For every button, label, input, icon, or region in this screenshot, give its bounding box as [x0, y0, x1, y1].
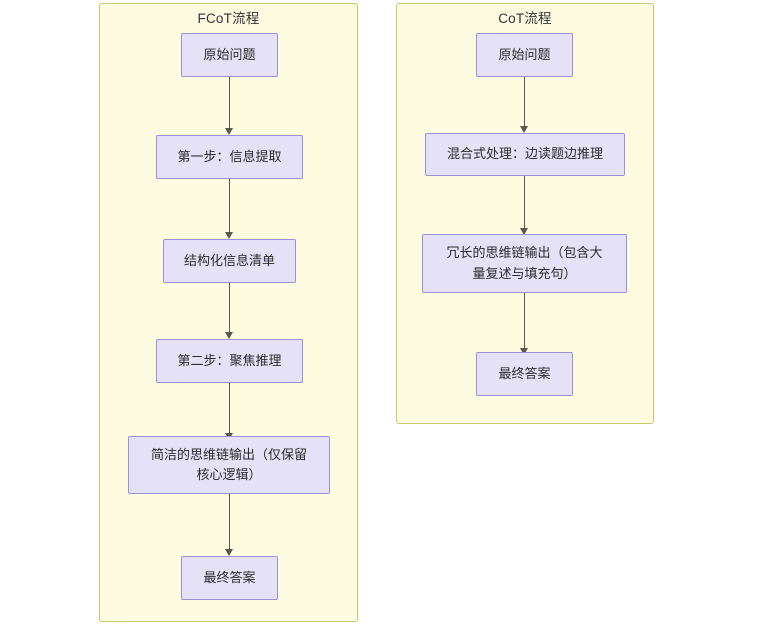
edge-fcot-4-to-5 [229, 383, 230, 439]
node-label: 第二步：聚焦推理 [177, 352, 282, 368]
node-fcot-final-answer[interactable]: 最终答案 [181, 556, 278, 600]
node-fcot-concise-chain-output[interactable]: 简洁的思维链输出（仅保留 核心逻辑） [128, 436, 330, 494]
arrowhead-fcot-3-to-4 [225, 332, 233, 339]
node-fcot-original-question[interactable]: 原始问题 [181, 33, 278, 77]
arrowhead-cot-3-to-4 [520, 348, 528, 355]
node-label: 原始问题 [203, 46, 256, 62]
node-label: 最终答案 [498, 365, 551, 381]
node-label: 简洁的思维链输出（仅保留 核心逻辑） [150, 446, 307, 482]
arrowhead-fcot-5-to-6 [225, 549, 233, 556]
arrowhead-cot-1-to-2 [520, 126, 528, 133]
edge-fcot-5-to-6 [229, 494, 230, 552]
node-fcot-step-one-extraction[interactable]: 第一步：信息提取 [156, 135, 303, 179]
node-label: 最终答案 [203, 569, 256, 585]
arrowhead-fcot-2-to-3 [225, 232, 233, 239]
edge-fcot-3-to-4 [229, 283, 230, 335]
subgraph-fcot-title: FCoT流程 [197, 11, 260, 26]
subgraph-cot-title: CoT流程 [498, 11, 552, 26]
node-cot-original-question[interactable]: 原始问题 [476, 33, 573, 77]
node-label: 第一步：信息提取 [177, 148, 282, 164]
node-label: 冗长的思维链输出（包含大 量复述与填充句） [446, 245, 603, 281]
edge-fcot-1-to-2 [229, 77, 230, 131]
node-cot-mixed-processing[interactable]: 混合式处理：边读题边推理 [425, 133, 625, 176]
node-label: 原始问题 [498, 46, 551, 62]
node-cot-final-answer[interactable]: 最终答案 [476, 352, 573, 396]
node-fcot-step-two-focused-reasoning[interactable]: 第二步：聚焦推理 [156, 339, 303, 383]
subgraph-fcot [99, 3, 358, 622]
node-label: 混合式处理：边读题边推理 [446, 146, 603, 162]
edge-cot-2-to-3 [524, 176, 525, 231]
node-fcot-structured-info-list[interactable]: 结构化信息清单 [163, 239, 296, 283]
node-cot-verbose-chain-output[interactable]: 冗长的思维链输出（包含大 量复述与填充句） [422, 234, 627, 293]
edge-fcot-2-to-3 [229, 179, 230, 235]
edge-cot-1-to-2 [524, 77, 525, 129]
arrowhead-cot-2-to-3 [520, 228, 528, 235]
arrowhead-fcot-1-to-2 [225, 128, 233, 135]
node-label: 结构化信息清单 [183, 252, 275, 268]
edge-cot-3-to-4 [524, 293, 525, 351]
